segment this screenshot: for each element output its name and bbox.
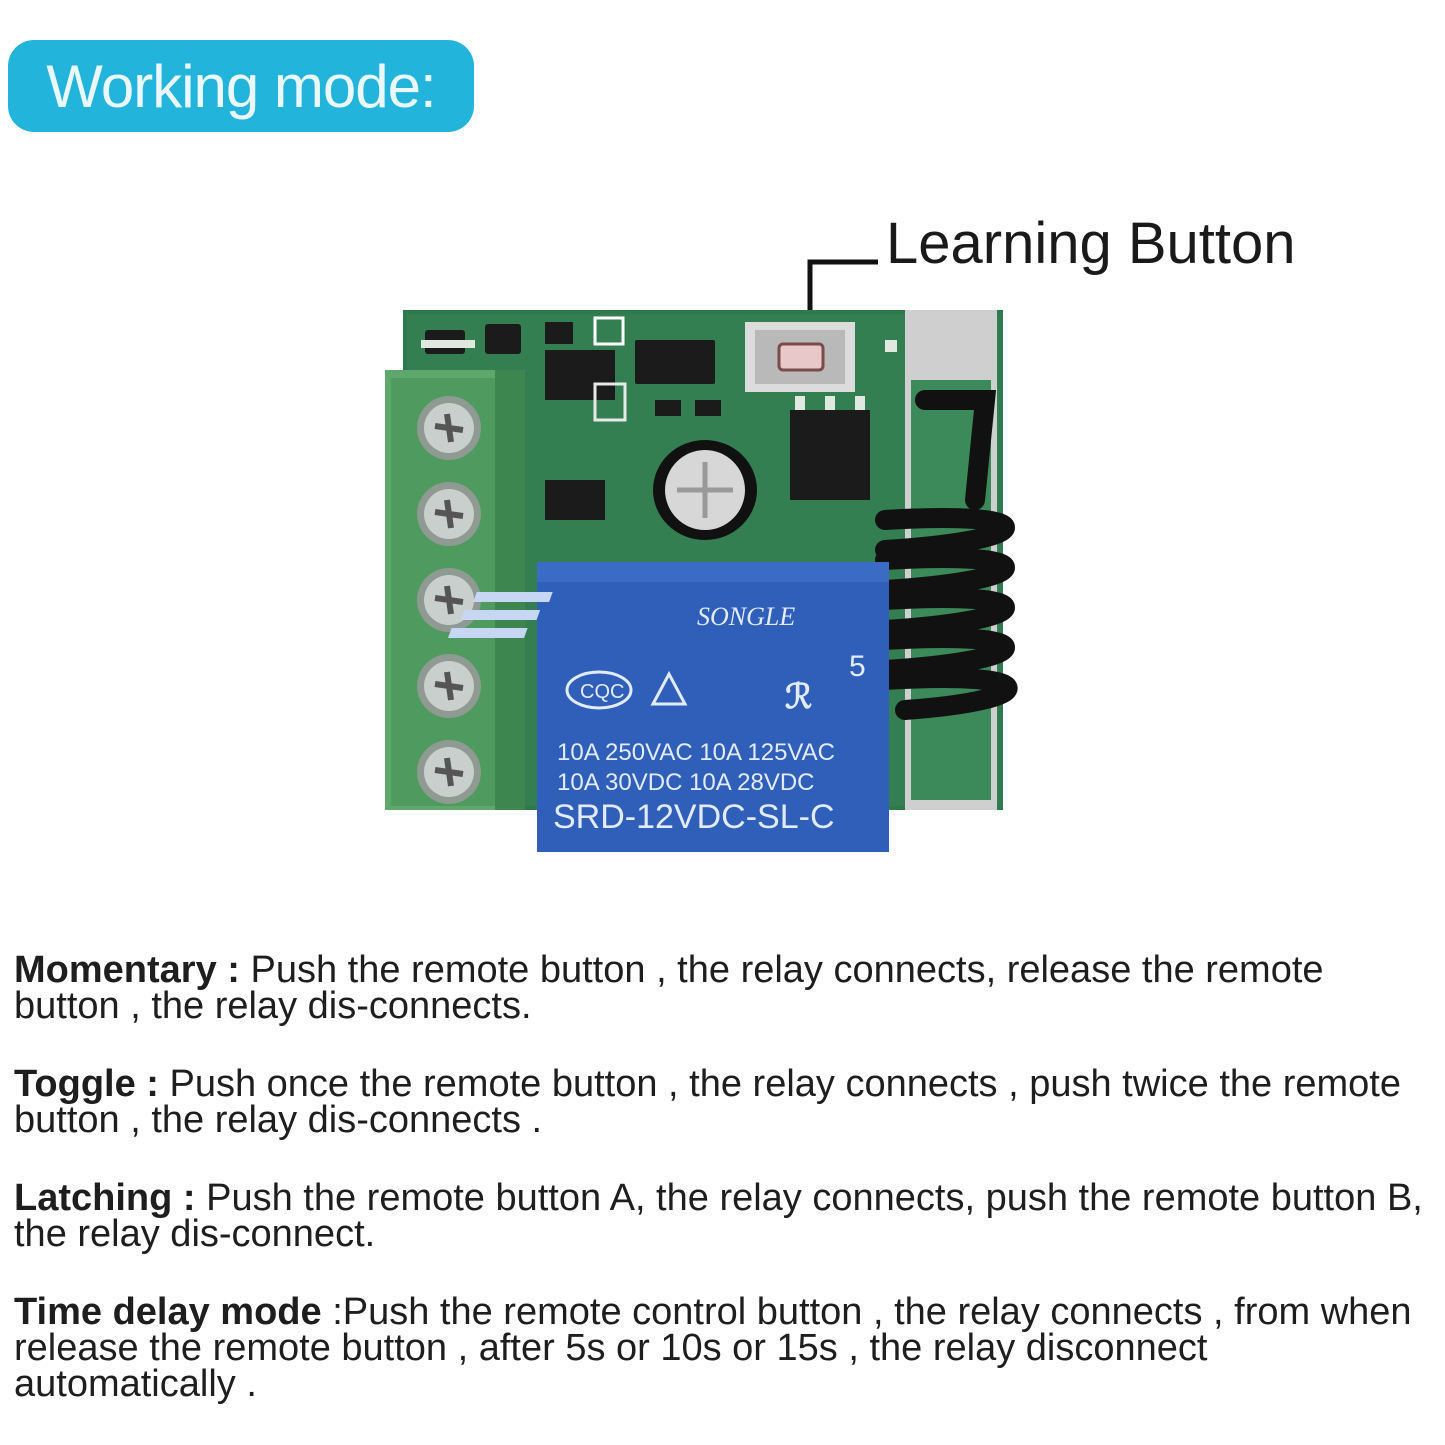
relay-rating-line-1: 10A 250VAC 10A 125VAC [557, 739, 835, 766]
mode-time-delay-text: :Push the remote control button , the re… [14, 1291, 1412, 1405]
learning-push-button [745, 322, 855, 392]
mode-time-delay: Time delay mode :Push the remote control… [14, 1291, 1434, 1405]
pcb-silkscreen [421, 340, 897, 410]
relay-model: SRD-12VDC-SL-C [553, 798, 835, 836]
relay: SONGLE CQC 5 ℛ 10A 250VAC 10A 125VAC 10A… [447, 562, 889, 852]
relay-brand: SONGLE [697, 602, 795, 631]
working-mode-title: Working mode: [46, 52, 436, 120]
capacitor [653, 440, 757, 540]
mode-momentary: Momentary : Push the remote button , the… [14, 949, 1434, 1027]
mode-toggle-text: Push once the remote button , the relay … [14, 1063, 1401, 1141]
mode-time-delay-term: Time delay mode [14, 1291, 322, 1333]
antenna-coil [875, 390, 1018, 720]
ul-mark: ℛ [785, 678, 812, 716]
relay-cert: CQC [580, 681, 624, 703]
terminal-screws [417, 396, 481, 804]
mode-momentary-text: Push the remote button , the relay conne… [14, 949, 1324, 1027]
mode-latching: Latching : Push the remote button A, the… [14, 1177, 1434, 1255]
relay-rating-line-2: 10A 30VDC 10A 28VDC [557, 769, 815, 796]
mode-latching-term: Latching : [14, 1177, 196, 1219]
mode-toggle: Toggle : Push once the remote button , t… [14, 1063, 1434, 1141]
mode-latching-text: Push the remote button A, the relay conn… [14, 1177, 1423, 1255]
learning-button-label: Learning Button [886, 211, 1296, 276]
mode-momentary-term: Momentary : [14, 949, 240, 991]
songle-logo [447, 592, 553, 638]
mode-toggle-term: Toggle : [14, 1063, 159, 1105]
smd-components [425, 316, 870, 520]
relay-pin-count: 5 [849, 650, 866, 683]
working-mode-badge: Working mode: [8, 40, 474, 132]
receiver-module-image: SONGLE CQC 5 ℛ 10A 250VAC 10A 125VAC 10A… [385, 310, 1018, 852]
